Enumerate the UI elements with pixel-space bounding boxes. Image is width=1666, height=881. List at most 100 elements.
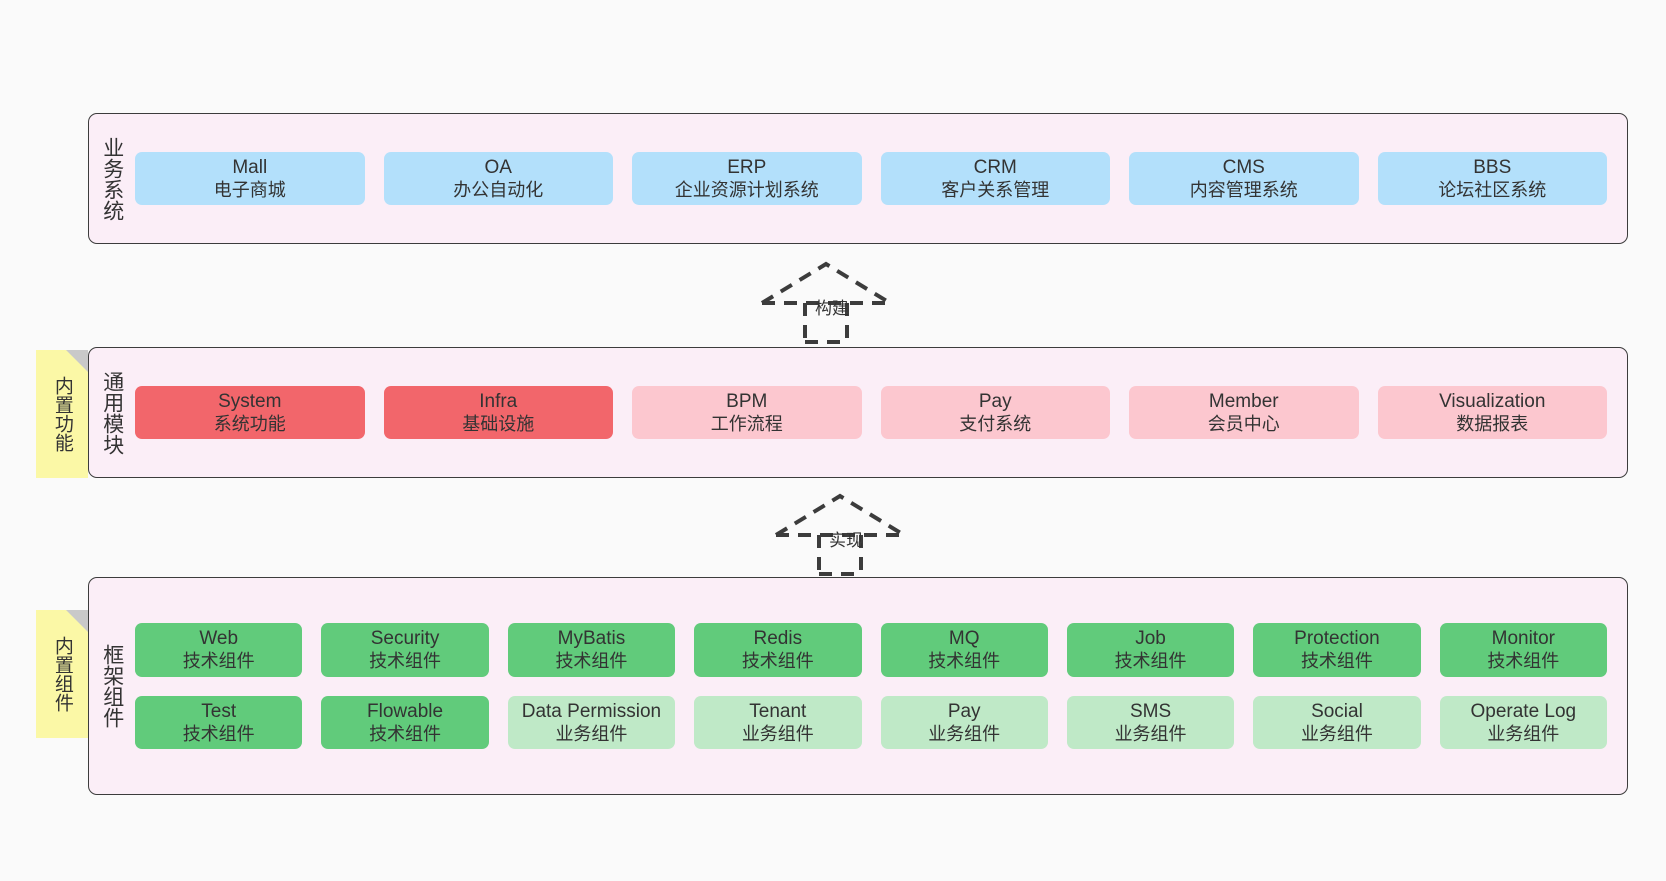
card-title-cn: 办公自动化 [453, 180, 544, 201]
card-title-en: Monitor [1491, 627, 1555, 649]
card-title-en: Infra [479, 390, 518, 412]
card-erp[interactable]: ERP 企业资源计划系统 [632, 151, 862, 206]
card-title-cn: 技术组件 [741, 651, 814, 672]
card-bbs[interactable]: BBS 论坛社区系统 [1377, 151, 1607, 206]
card-title-en: BBS [1473, 156, 1512, 178]
card-bpm[interactable]: BPM 工作流程 [632, 385, 862, 440]
card-title-en: CMS [1222, 156, 1265, 178]
connector-implement: 实现 [772, 490, 922, 576]
card-system[interactable]: System 系统功能 [135, 385, 365, 440]
card-title-cn: 系统功能 [213, 414, 286, 435]
connector-build: 构建 [758, 258, 908, 344]
card-title-en: Protection [1294, 627, 1380, 649]
card-redis[interactable]: Redis 技术组件 [694, 622, 862, 677]
card-title-cn: 客户关系管理 [941, 180, 1050, 201]
card-job[interactable]: Job 技术组件 [1066, 622, 1235, 677]
card-title-cn: 论坛社区系统 [1438, 180, 1547, 201]
card-title-en: Social [1311, 700, 1363, 722]
card-title-cn: 业务组件 [741, 724, 814, 745]
card-row: Test 技术组件 Flowable 技术组件 Data Permission … [135, 695, 1607, 750]
card-title-en: Pay [947, 700, 981, 722]
card-title-cn: 技术组件 [1114, 651, 1187, 672]
card-title-cn: 技术组件 [182, 651, 255, 672]
layer-body-business: Mall 电子商城 OA 办公自动化 ERP 企业资源计划系统 CRM 客户关系… [135, 114, 1627, 243]
card-title-cn: 业务组件 [928, 724, 1001, 745]
card-web[interactable]: Web 技术组件 [135, 622, 303, 677]
card-title-cn: 数据报表 [1456, 414, 1529, 435]
card-mq[interactable]: MQ 技术组件 [880, 622, 1048, 677]
card-title-cn: 技术组件 [1300, 651, 1373, 672]
card-flowable[interactable]: Flowable 技术组件 [321, 695, 489, 750]
card-title-cn: 业务组件 [555, 724, 628, 745]
card-title-en: Member [1208, 390, 1279, 412]
card-social[interactable]: Social 业务组件 [1253, 695, 1421, 750]
sticky-note-builtin-features: 内置功能 [36, 350, 88, 478]
card-test[interactable]: Test 技术组件 [135, 695, 303, 750]
card-title-en: Pay [978, 390, 1012, 412]
card-title-en: Operate Log [1470, 700, 1577, 722]
card-data-permission[interactable]: Data Permission 业务组件 [507, 695, 676, 750]
card-title-cn: 内容管理系统 [1189, 180, 1298, 201]
sticky-note-builtin-components: 内置组件 [36, 610, 88, 738]
card-title-en: MQ [948, 627, 980, 649]
card-tenant[interactable]: Tenant 业务组件 [694, 695, 862, 750]
card-title-en: Web [199, 627, 239, 649]
card-title-cn: 电子商城 [213, 180, 286, 201]
card-title-cn: 支付系统 [959, 414, 1032, 435]
card-title-en: MyBatis [557, 627, 626, 649]
card-title-cn: 业务组件 [1114, 724, 1187, 745]
card-title-cn: 业务组件 [1487, 724, 1560, 745]
card-title-en: Visualization [1439, 390, 1546, 412]
layer-body-framework: Web 技术组件 Security 技术组件 MyBatis 技术组件 Redi… [135, 578, 1627, 794]
card-title-cn: 技术组件 [369, 651, 442, 672]
card-title-en: Tenant [749, 700, 807, 722]
card-cms[interactable]: CMS 内容管理系统 [1129, 151, 1359, 206]
card-title-cn: 基础设施 [462, 414, 535, 435]
card-infra[interactable]: Infra 基础设施 [383, 385, 613, 440]
card-security[interactable]: Security 技术组件 [321, 622, 489, 677]
card-title-en: Job [1135, 627, 1166, 649]
card-title-cn: 企业资源计划系统 [674, 180, 819, 201]
card-title-en: OA [484, 156, 512, 178]
layer-title-common: 通用模块 [100, 370, 124, 455]
card-oa[interactable]: OA 办公自动化 [383, 151, 613, 206]
card-title-cn: 技术组件 [369, 724, 442, 745]
card-title-cn: 技术组件 [1487, 651, 1560, 672]
card-monitor[interactable]: Monitor 技术组件 [1439, 622, 1607, 677]
layer-title-business: 业务系统 [100, 136, 124, 221]
card-sms[interactable]: SMS 业务组件 [1066, 695, 1235, 750]
card-operate-log[interactable]: Operate Log 业务组件 [1439, 695, 1607, 750]
generalization-arrow-icon [760, 261, 892, 344]
card-title-cn: 会员中心 [1207, 414, 1280, 435]
card-member[interactable]: Member 会员中心 [1129, 385, 1359, 440]
card-visualization[interactable]: Visualization 数据报表 [1377, 385, 1607, 440]
folded-corner-icon [66, 350, 88, 372]
card-crm[interactable]: CRM 客户关系管理 [880, 151, 1110, 206]
card-title-en: Mall [232, 156, 268, 178]
card-title-en: System [218, 390, 282, 412]
card-pay-business[interactable]: Pay 业务组件 [880, 695, 1048, 750]
card-row: Web 技术组件 Security 技术组件 MyBatis 技术组件 Redi… [135, 622, 1607, 677]
card-title-en: CRM [973, 156, 1017, 178]
card-title-cn: 技术组件 [555, 651, 628, 672]
card-mall[interactable]: Mall 电子商城 [135, 151, 365, 206]
layer-business-systems: 业务系统 Mall 电子商城 OA 办公自动化 ERP 企业资源计划系统 CRM… [88, 113, 1628, 244]
connector-label-build: 构建 [815, 299, 849, 318]
layer-framework-components: 框架组件 Web 技术组件 Security 技术组件 MyBatis 技术组件… [88, 577, 1628, 795]
card-mybatis[interactable]: MyBatis 技术组件 [507, 622, 676, 677]
card-title-en: Flowable [367, 700, 444, 722]
folded-corner-icon [66, 610, 88, 632]
generalization-arrow-icon [774, 493, 906, 576]
card-protection[interactable]: Protection 技术组件 [1253, 622, 1421, 677]
layer-common-modules: 通用模块 System 系统功能 Infra 基础设施 BPM 工作流程 Pay… [88, 347, 1628, 478]
layer-body-common: System 系统功能 Infra 基础设施 BPM 工作流程 Pay 支付系统… [135, 348, 1627, 477]
card-title-en: Redis [753, 627, 803, 649]
card-title-cn: 工作流程 [710, 414, 783, 435]
card-title-cn: 业务组件 [1300, 724, 1373, 745]
card-pay[interactable]: Pay 支付系统 [880, 385, 1110, 440]
card-title-cn: 技术组件 [928, 651, 1001, 672]
card-title-cn: 技术组件 [182, 724, 255, 745]
connector-label-implement: 实现 [829, 531, 863, 550]
card-title-en: ERP [727, 156, 767, 178]
card-title-en: SMS [1129, 700, 1172, 722]
